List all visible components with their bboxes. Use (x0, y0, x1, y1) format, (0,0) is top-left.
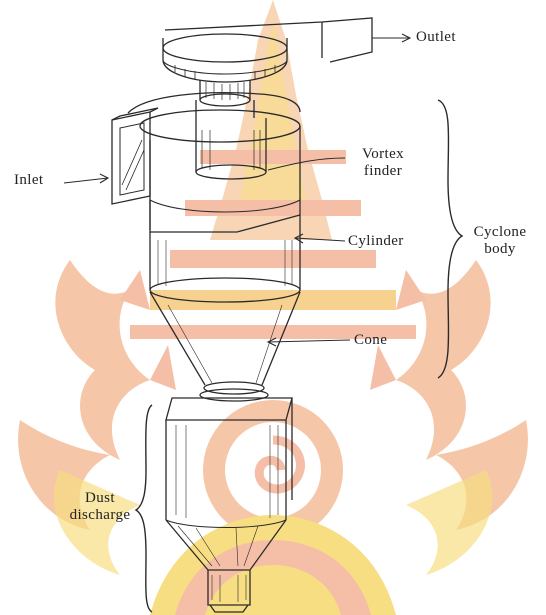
cyclone-body-line-2: body (462, 241, 538, 258)
cone-label: Cone (354, 332, 387, 349)
vortex-finder-line-2: finder (348, 163, 418, 180)
cyclone-body-label: Cyclone body (462, 224, 538, 258)
dust-discharge-brace (136, 405, 152, 612)
inlet-label: Inlet (14, 172, 44, 189)
cylinder-label: Cylinder (348, 233, 404, 250)
dust-discharge-line-1: Dust (62, 490, 138, 507)
vortex-finder-label: Vortex finder (348, 146, 418, 180)
inlet-box (112, 108, 158, 204)
outlet-label: Outlet (416, 29, 456, 46)
cyclone-body-line-1: Cyclone (462, 224, 538, 241)
dust-discharge-line-2: discharge (62, 507, 138, 524)
vortex-finder-line-1: Vortex (348, 146, 418, 163)
dust-discharge-label: Dust discharge (62, 490, 138, 524)
